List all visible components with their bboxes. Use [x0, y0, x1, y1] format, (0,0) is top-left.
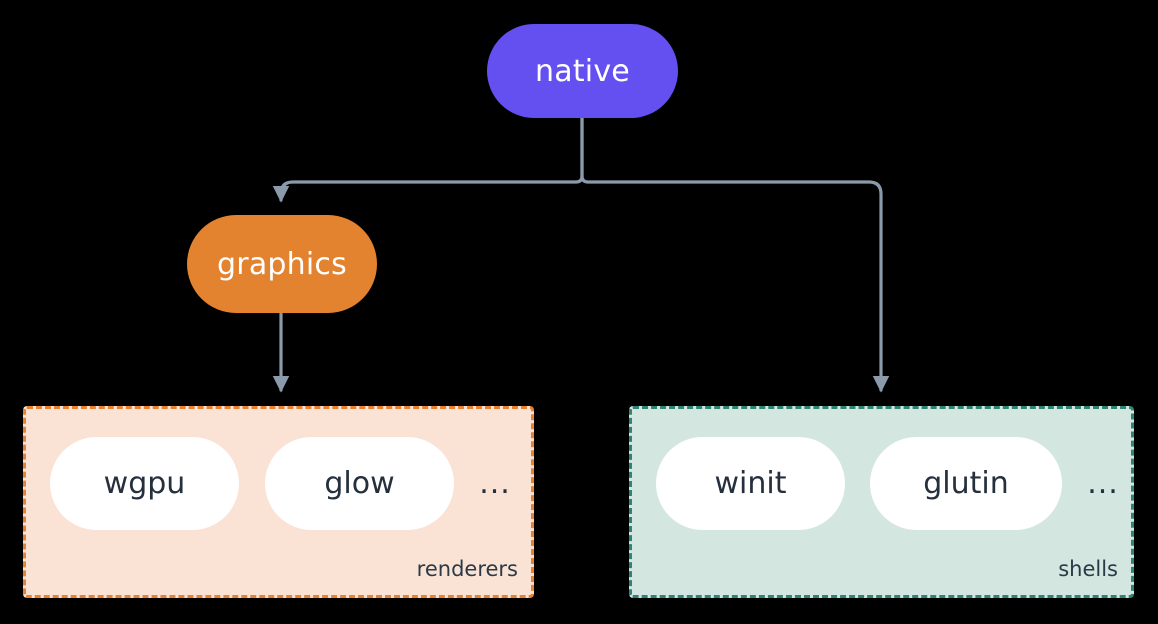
node-graphics[interactable]: graphics	[187, 215, 377, 313]
node-glow-label: glow	[324, 466, 395, 501]
node-winit[interactable]: winit	[656, 437, 845, 530]
node-graphics-label: graphics	[217, 246, 347, 282]
renderers-ellipsis-label: ...	[479, 466, 511, 501]
shells-more-ellipsis: ...	[1082, 437, 1124, 530]
node-wgpu[interactable]: wgpu	[50, 437, 239, 530]
node-glutin-label: glutin	[923, 466, 1009, 501]
renderers-more-ellipsis: ...	[474, 437, 516, 530]
node-glow[interactable]: glow	[265, 437, 454, 530]
node-wgpu-label: wgpu	[103, 466, 186, 501]
cluster-renderers: wgpu glow ... renderers	[23, 406, 534, 598]
node-native[interactable]: native	[487, 24, 678, 118]
edge-native-to-shells	[580, 116, 890, 393]
node-native-label: native	[535, 53, 630, 89]
cluster-shells-label: shells	[1058, 557, 1118, 581]
node-winit-label: winit	[714, 466, 787, 501]
cluster-shells: winit glutin ... shells	[629, 406, 1134, 598]
edge-native-to-graphics	[272, 116, 584, 203]
node-glutin[interactable]: glutin	[870, 437, 1062, 530]
cluster-renderers-label: renderers	[416, 557, 518, 581]
shells-ellipsis-label: ...	[1087, 466, 1119, 501]
